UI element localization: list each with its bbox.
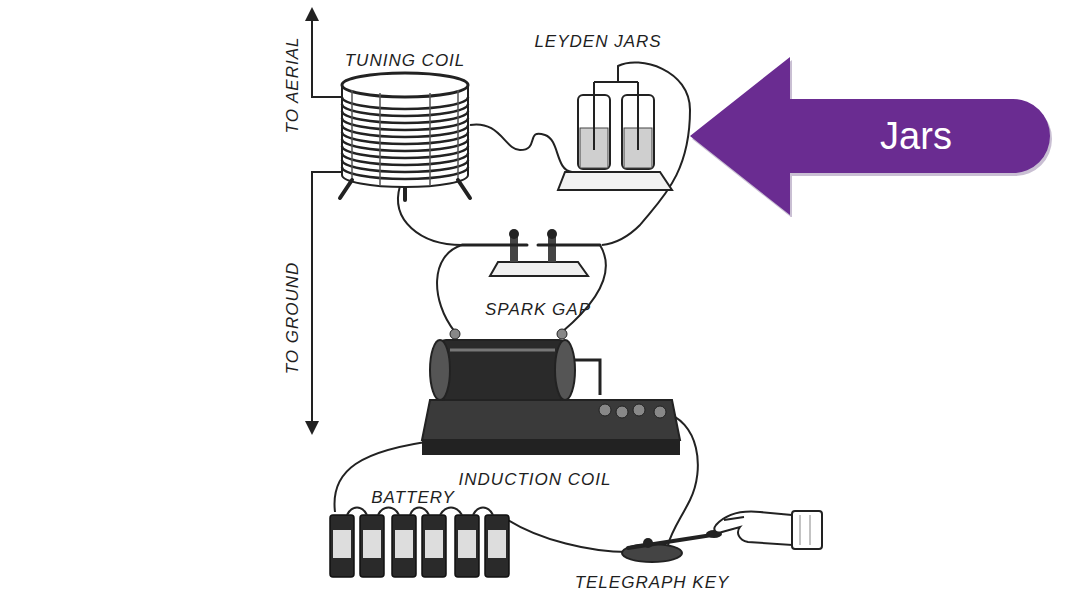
part-name: BATTERY	[371, 489, 455, 506]
part-name: INDUCTION COIL	[459, 471, 612, 488]
leyden-jars	[558, 76, 672, 190]
callout-arrow: Jars	[690, 55, 1052, 217]
wire-label: TO GROUND	[284, 262, 301, 375]
aerial-wire	[312, 14, 342, 97]
spark-gap	[462, 229, 600, 276]
part-name: TELEGRAPH KEY	[575, 574, 730, 591]
wire-label: TO AERIAL	[284, 37, 301, 134]
wire	[562, 245, 606, 332]
wire	[398, 186, 462, 245]
wire	[470, 124, 572, 172]
wire	[602, 63, 690, 245]
tuning-coil	[340, 73, 470, 200]
ground-wire	[312, 172, 342, 428]
induction-coil	[422, 329, 680, 455]
part-name: TUNING COIL	[345, 52, 466, 69]
part-name: LEYDEN JARS	[534, 33, 661, 50]
battery	[330, 508, 509, 578]
arrow-shape	[690, 55, 1052, 217]
telegraph-key	[622, 530, 722, 562]
wire	[437, 245, 462, 332]
part-name: SPARK GAP	[485, 301, 591, 318]
wire	[508, 520, 628, 552]
hand	[714, 511, 822, 549]
arrow-fill	[690, 57, 1050, 215]
callout-text: Jars	[790, 99, 1042, 173]
wire	[312, 14, 698, 552]
